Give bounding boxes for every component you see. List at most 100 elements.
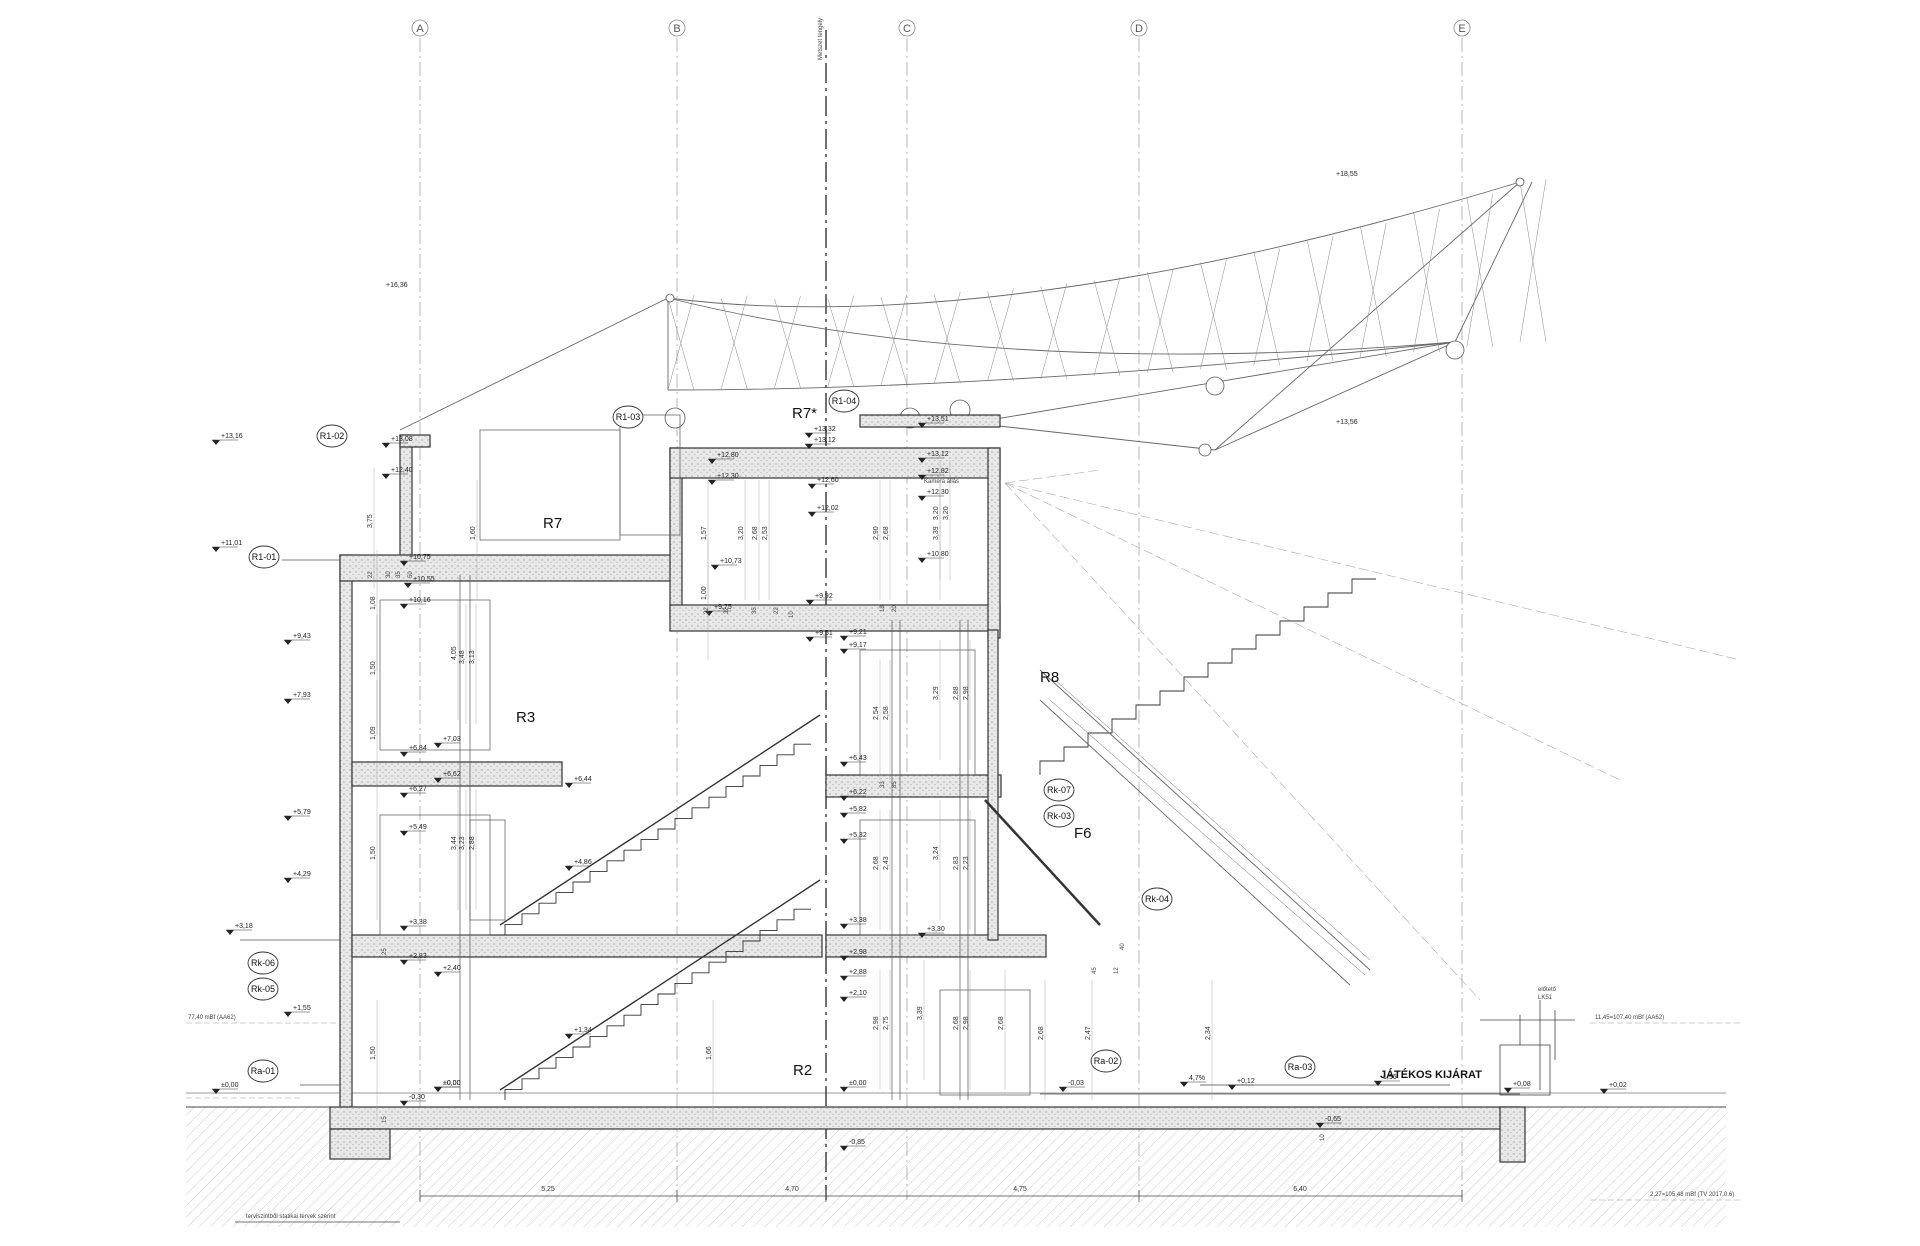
elevation-marker: 4,7% [1180, 1075, 1206, 1087]
elevation-text: +12,82 [927, 468, 949, 475]
elevation-text: +9,75 [714, 604, 732, 611]
elevation-text: +13,12 [927, 451, 949, 458]
elevation-text: +12,60 [817, 477, 839, 484]
elevation-text: +13,32 [814, 426, 836, 433]
elevation-marker: +0,12 [1228, 1078, 1255, 1090]
elevation-text: +9,17 [849, 642, 867, 649]
slab-thickness-text: 50 [408, 571, 414, 578]
slab-thickness-text: 22 [704, 607, 710, 614]
section-label-r7: R7 [543, 515, 562, 532]
elevation-text: +12,40 [391, 467, 413, 474]
elevation-marker: +3,30 [918, 926, 945, 938]
vertical-dimension-text: 3,24 [933, 846, 940, 860]
elevation-marker: ±0,00 [434, 1080, 461, 1092]
elevation-text: +6,62 [443, 771, 461, 778]
vertical-dimension-text: 1,00 [701, 586, 708, 600]
vertical-dimension-text: 2,98 [873, 1016, 880, 1030]
slab-thickness-text: 25 [382, 948, 388, 955]
elevation-marker: +12,82 [918, 468, 949, 480]
section-label-r7-star: R7* [792, 405, 817, 422]
elevation-text: +3,38 [849, 917, 867, 924]
elevation-marker: +3,38 [400, 919, 427, 931]
symmetry-axis-label: Metszet tengely [818, 18, 824, 60]
elevation-marker: +0,08 [1504, 1081, 1531, 1093]
vertical-dimension-text: 2,75 [883, 1016, 890, 1030]
side-note-line-2: LK51 [1538, 995, 1553, 1001]
slab-thickness-text: 45 [1092, 967, 1098, 974]
elevation-text: +9,51 [815, 630, 833, 637]
elevation-marker: +2,83 [400, 953, 427, 965]
elevation-marker: +13,32 [805, 426, 836, 438]
elevation-marker: +13,12 [805, 437, 836, 449]
elevation-marker: +3,18 [226, 923, 253, 935]
tag-r1-02: R1-02 [320, 431, 345, 441]
elevation-text: +5,82 [849, 806, 867, 813]
elevation-marker: +10,75 [400, 554, 431, 566]
section-label-f6: F6 [1074, 825, 1092, 842]
vertical-dimension-text: 3,39 [933, 526, 940, 540]
slab-thickness-text: 22 [368, 571, 374, 578]
elevation-text: +9,21 [849, 629, 867, 636]
slab-thickness-text: 18 [880, 605, 886, 612]
elevation-marker: +5,82 [840, 806, 867, 818]
elevation-marker: +6,62 [434, 771, 461, 783]
elevation-marker: +12,60 [808, 477, 839, 489]
vertical-dimension-text: 2,43 [883, 856, 890, 870]
vertical-dimension-text: 4,05 [451, 646, 458, 660]
left-reference-text: 77,40 mBf (AA62) [188, 1015, 236, 1021]
elevation-marker: ±0,00 [840, 1080, 867, 1092]
vertical-dimension-text: 3,13 [469, 650, 476, 664]
vertical-dimension-text: 1,50 [370, 846, 377, 860]
elevation-marker: +6,43 [840, 755, 867, 767]
vertical-dimension-text: 3,29 [933, 686, 940, 700]
vertical-dimension-text: 1,50 [370, 661, 377, 675]
elevation-marker: +13,12 [918, 451, 949, 463]
elevation-text: -0,03 [1068, 1080, 1084, 1087]
vertical-dimension-text: 1,60 [470, 526, 477, 540]
slab-thickness-text: 33 [880, 781, 886, 788]
elevation-text: +0,02 [1609, 1082, 1627, 1089]
tag-ra-01: Ra-01 [251, 1066, 276, 1076]
vertical-dimension-text: 2,83 [953, 856, 960, 870]
vertical-dimension-text: 3,20 [738, 526, 745, 540]
exit-label: JÁTÉKOS KIJÁRAT [1380, 1068, 1482, 1081]
elevation-marker: +9,21 [840, 629, 867, 641]
elevation-text: +5,32 [849, 832, 867, 839]
vertical-dimension-text: 2,68 [752, 526, 759, 540]
elevation-marker: +3,38 [840, 917, 867, 929]
elevation-roof-left: +16,36 [386, 282, 408, 289]
elevation-marker: +10,80 [918, 551, 949, 563]
side-note-line-1: előtető [1538, 987, 1557, 993]
elevation-text: +0,12 [1237, 1078, 1255, 1085]
building-structure [329, 414, 1526, 1163]
elevation-text: +2,98 [849, 949, 867, 956]
vertical-dimension-text: 2,54 [873, 706, 880, 720]
elevation-text: 4,7% [1189, 1075, 1205, 1082]
elevation-text: +13,08 [391, 436, 413, 443]
elevation-marker: +12,80 [708, 452, 739, 464]
vertical-dimension-text: 3,20 [943, 506, 950, 520]
vertical-dimension-text: 3,44 [451, 836, 458, 850]
elevation-marker: +1,34 [565, 1027, 592, 1039]
axis-bubbles [411, 19, 1471, 37]
elevation-text: +6,84 [409, 745, 427, 752]
axis-label-d: D [1135, 23, 1143, 35]
vertical-dimension-text: 3,48 [459, 650, 466, 664]
vertical-dimension-text: 2,88 [953, 686, 960, 700]
elevation-marker: +6,27 [400, 786, 427, 798]
elevation-marker: +10,73 [711, 558, 742, 570]
elevation-text: -0,85 [849, 1139, 865, 1146]
tag-ra-03: Ra-03 [1288, 1062, 1313, 1072]
vertical-dimension-text: 2,58 [883, 706, 890, 720]
elevation-text: +11,01 [221, 540, 242, 547]
elevation-text: +12,02 [817, 505, 839, 512]
slab-thickness-text: 15 [382, 1116, 388, 1123]
vertical-dimension-text: 2,98 [963, 1016, 970, 1030]
elevation-text: +1,55 [293, 1005, 311, 1012]
vertical-dimension-text: 2,53 [762, 526, 769, 540]
elevation-text: +10,73 [720, 558, 742, 565]
elevation-text: ±0,00 [443, 1080, 461, 1087]
elevation-text: +3,38 [409, 919, 427, 926]
dimension-ab: 5,25 [541, 1186, 555, 1193]
